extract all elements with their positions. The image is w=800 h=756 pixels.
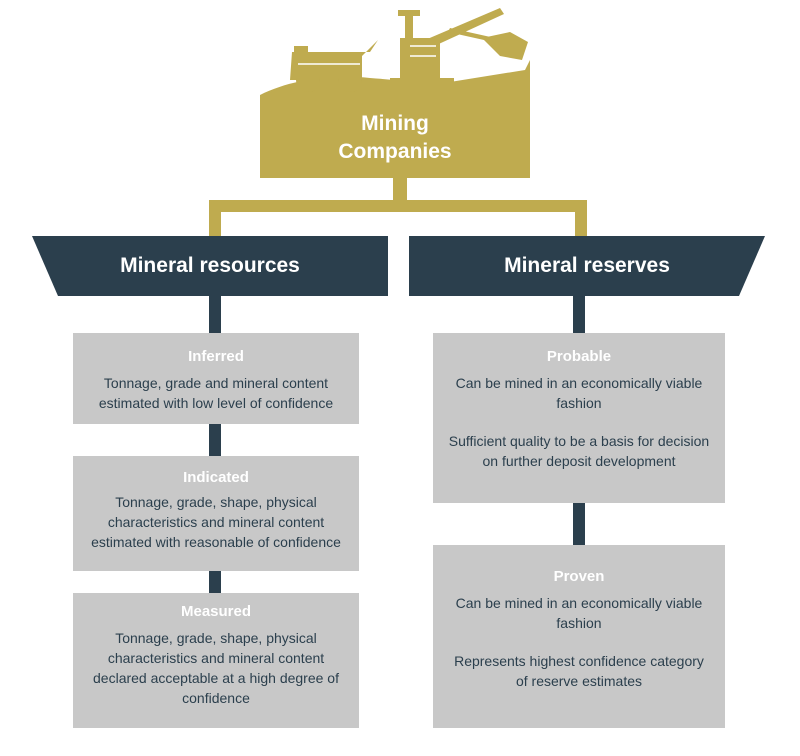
connector-left-2 <box>209 424 221 456</box>
connector-right-1 <box>573 296 585 334</box>
box-title: Indicated <box>183 469 249 486</box>
box-text-1: Can be mined in an economically viable f… <box>455 375 703 411</box>
banner-shape <box>32 236 388 296</box>
header-mineral-resources: Mineral resources <box>32 236 388 296</box>
top-title-line1: Mining <box>361 112 429 135</box>
top-title: Mining Companies <box>300 110 490 166</box>
mining-companies-graphic <box>260 8 530 178</box>
box-text: Tonnage, grade, shape, physical characte… <box>91 494 341 550</box>
top-title-line2: Companies <box>338 140 452 163</box>
box-proven: Proven Can be mined in an economically v… <box>433 545 725 728</box>
connector-left-1 <box>209 296 221 334</box>
box-indicated: Indicated Tonnage, grade, shape, physica… <box>73 456 359 571</box>
haul-truck-icon <box>290 40 378 92</box>
box-text: Tonnage, grade, shape, physical characte… <box>93 630 339 706</box>
box-text-2: Represents highest confidence category o… <box>454 653 704 689</box>
connector-horizontal <box>209 200 587 212</box>
connector-left-drop <box>209 200 221 238</box>
box-title: Probable <box>546 348 612 365</box>
connector-right-2 <box>573 503 585 545</box>
header-mineral-reserves: Mineral reserves <box>409 236 765 296</box>
header-label: Mineral resources <box>120 254 300 277</box>
connector-left-3 <box>209 571 221 593</box>
box-probable: Probable Can be mined in an economically… <box>433 333 725 503</box>
box-text: Tonnage, grade and mineral content estim… <box>98 375 334 411</box>
box-measured: Measured Tonnage, grade, shape, physical… <box>73 593 359 728</box>
box-title: Measured <box>180 603 252 620</box>
box-text-1: Can be mined in an economically viable f… <box>455 595 703 631</box>
connector-right-drop <box>575 200 587 238</box>
header-label: Mineral reserves <box>504 254 670 277</box>
box-inferred: Inferred Tonnage, grade and mineral cont… <box>73 333 359 424</box>
banner-shape <box>409 236 765 296</box>
box-title: Proven <box>553 568 605 585</box>
box-title: Inferred <box>188 348 244 365</box>
box-text-2: Sufficient quality to be a basis for dec… <box>448 433 710 469</box>
